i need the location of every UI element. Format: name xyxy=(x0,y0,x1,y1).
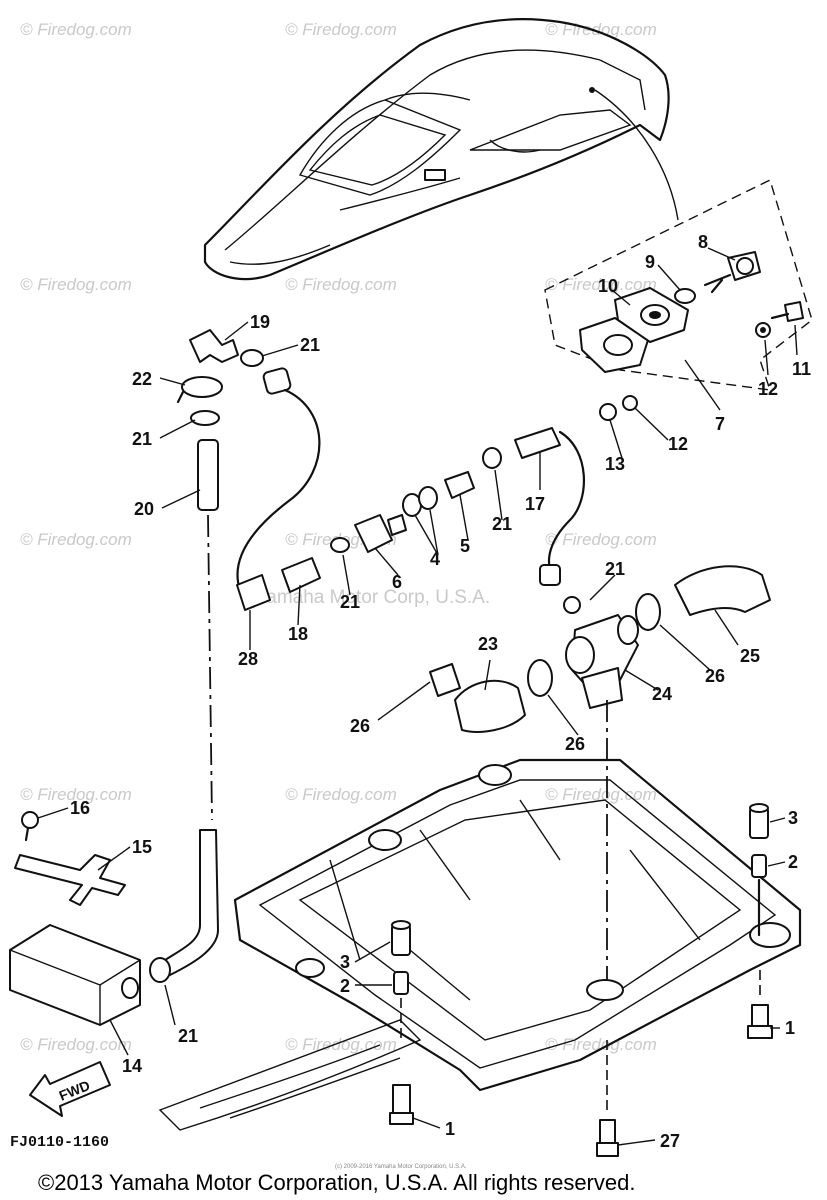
callout-3: 3 xyxy=(788,808,798,828)
callout-24: 24 xyxy=(652,684,672,704)
watermark: © Firedog.com xyxy=(285,20,397,39)
diagram-code: FJ0110-1160 xyxy=(10,1134,109,1151)
callout-1: 1 xyxy=(785,1018,795,1038)
bolts-spacers xyxy=(389,803,773,1157)
callout-labels: 19 21 22 21 20 8 9 10 11 12 7 12 13 17 2… xyxy=(70,232,811,1151)
callout-27: 27 xyxy=(660,1131,680,1151)
valve-assembly-box xyxy=(544,179,813,391)
callout-18: 18 xyxy=(288,624,308,644)
watermark: © Firedog.com xyxy=(285,785,397,804)
hose-fittings xyxy=(149,329,771,995)
callout-6: 6 xyxy=(392,572,402,592)
hull-frame-illustration xyxy=(158,758,802,1131)
watermark: © Firedog.com xyxy=(285,275,397,294)
callout-15: 15 xyxy=(132,837,152,857)
callout-23: 23 xyxy=(478,634,498,654)
hood-cover-illustration xyxy=(203,18,679,281)
watermark: © Firedog.com xyxy=(545,530,657,549)
callout-3: 3 xyxy=(340,952,350,972)
callout-2: 2 xyxy=(788,852,798,872)
callout-7: 7 xyxy=(715,414,725,434)
callout-8: 8 xyxy=(698,232,708,252)
watermark: © Firedog.com xyxy=(20,275,132,294)
callout-26: 26 xyxy=(350,716,370,736)
watermark-layer: © Firedog.com © Firedog.com © Firedog.co… xyxy=(20,20,657,1054)
callout-20: 20 xyxy=(134,499,154,519)
callout-21: 21 xyxy=(300,335,320,355)
leader-lines xyxy=(37,247,798,1146)
callout-21: 21 xyxy=(605,559,625,579)
lower-left-parts: FWD xyxy=(9,811,141,1117)
callout-12: 12 xyxy=(758,379,778,399)
callout-26: 26 xyxy=(705,666,725,686)
callout-26: 26 xyxy=(565,734,585,754)
callout-12: 12 xyxy=(668,434,688,454)
watermark: © Firedog.com xyxy=(545,1035,657,1054)
callout-1: 1 xyxy=(445,1119,455,1139)
callout-5: 5 xyxy=(460,536,470,556)
callout-14: 14 xyxy=(122,1056,142,1076)
callout-13: 13 xyxy=(605,454,625,474)
callout-9: 9 xyxy=(645,252,655,272)
watermark: © Firedog.com xyxy=(545,785,657,804)
small-copyright: (c) 2009-2016 Yamaha Motor Corporation, … xyxy=(335,1164,467,1170)
callout-10: 10 xyxy=(598,276,618,296)
callout-2: 2 xyxy=(340,976,350,996)
callout-28: 28 xyxy=(238,649,258,669)
callout-21: 21 xyxy=(132,429,152,449)
callout-11: 11 xyxy=(792,359,811,379)
callout-19: 19 xyxy=(250,312,270,332)
callout-17: 17 xyxy=(525,494,545,514)
watermark: © Firedog.com xyxy=(20,785,132,804)
watermark: © Firedog.com xyxy=(20,530,132,549)
callout-4: 4 xyxy=(430,549,440,569)
callout-21: 21 xyxy=(492,514,512,534)
center-watermark: Yamaha Motor Corp, U.S.A. xyxy=(255,587,490,608)
callout-25: 25 xyxy=(740,646,760,666)
watermark: © Firedog.com xyxy=(285,1035,397,1054)
callout-21: 21 xyxy=(340,592,360,612)
callout-21: 21 xyxy=(178,1026,198,1046)
copyright-notice: ©2013 Yamaha Motor Corporation, U.S.A. A… xyxy=(38,1170,635,1195)
watermark: © Firedog.com xyxy=(545,275,657,294)
callout-16: 16 xyxy=(70,798,90,818)
callout-22: 22 xyxy=(132,369,152,389)
watermark: © Firedog.com xyxy=(20,20,132,39)
watermark: © Firedog.com xyxy=(20,1035,132,1054)
